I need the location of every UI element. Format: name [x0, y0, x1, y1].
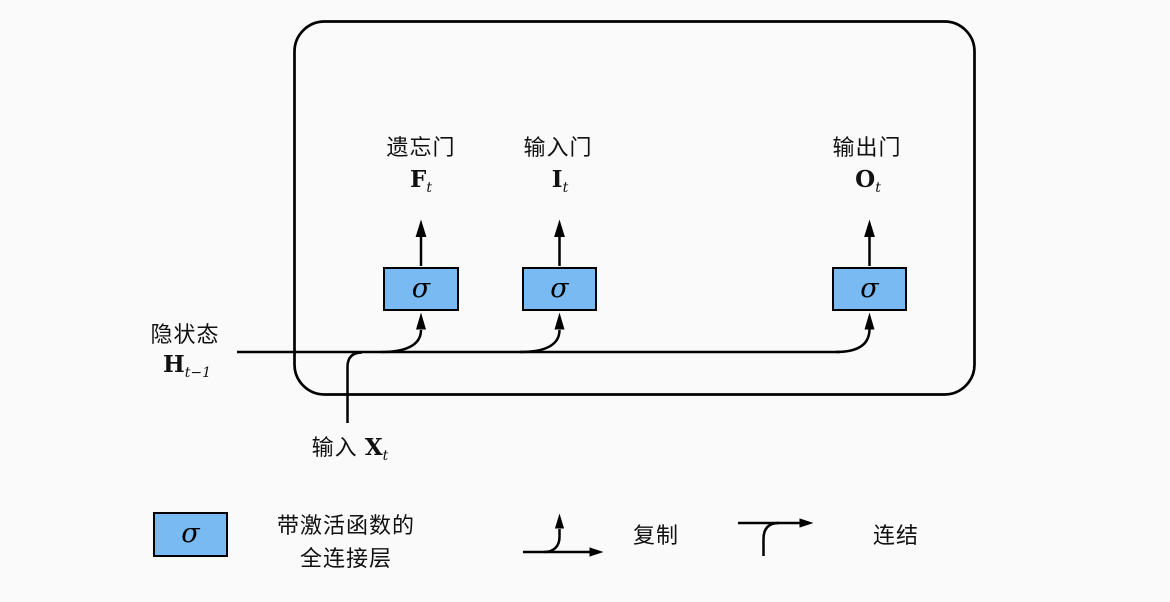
arrowhead-up-icon [415, 219, 427, 237]
sigma-symbol: σ [411, 272, 431, 304]
arrowhead-up-icon [864, 312, 875, 330]
legend-fc-label-line2: 全连接层 [299, 546, 393, 571]
hidden-state-label: 隐状态 [150, 322, 220, 347]
legend-copy-label: 复制 [632, 523, 680, 548]
legend-fc-sigma-box: σ [153, 512, 228, 557]
legend-fc-label-line1: 带激活函数的 [276, 513, 416, 538]
sigma-symbol: σ [550, 272, 569, 304]
variable-subscript: t [426, 180, 432, 196]
variable-letter: H [163, 351, 185, 378]
output-gate-label: 输出门 [832, 135, 902, 160]
variable-subscript: t [562, 180, 569, 196]
arrowhead-right-icon [799, 518, 814, 528]
variable-letter: X [364, 434, 383, 461]
input-gate-sigma-box: σ [522, 267, 597, 311]
arrowhead-up-icon [554, 219, 565, 237]
branch-arrow-output [835, 328, 871, 354]
input-gate-label: 输入门 [523, 135, 593, 160]
forget-gate-sigma-box: σ [383, 267, 459, 311]
arrowhead-up-icon [554, 513, 565, 529]
input-line-concat-join [346, 351, 363, 423]
branch-arrow-forget [380, 329, 423, 354]
branch-arrow-input [519, 329, 561, 354]
legend-fc-label: 带激活函数的 全连接层 [277, 509, 415, 575]
input-label-text: 输入 [311, 435, 358, 460]
variable-subscript: t [875, 180, 881, 196]
hidden-state-variable: Ht−1 [163, 351, 211, 381]
variable-letter: I [551, 166, 563, 193]
sigma-symbol: σ [860, 272, 879, 304]
legend-copy-branch [543, 529, 561, 554]
legend-concat-label: 连结 [872, 523, 920, 548]
variable-subscript: t [382, 448, 389, 464]
input-label: 输入 Xt [312, 430, 389, 464]
variable-letter: F [410, 166, 427, 193]
arrowhead-right-icon [589, 547, 604, 557]
arrowhead-up-icon [554, 312, 565, 330]
variable-letter: O [855, 166, 876, 193]
variable-subscript: t−1 [184, 365, 211, 381]
sigma-symbol: σ [181, 518, 200, 549]
memory-cell-boundary [293, 20, 976, 396]
legend-concat-join [762, 521, 780, 556]
forget-gate-label: 遗忘门 [386, 135, 456, 160]
input-gate-variable: It [552, 166, 568, 196]
output-gate-sigma-box: σ [832, 267, 907, 311]
arrowhead-up-icon [416, 312, 426, 330]
forget-gate-variable: Ft [410, 166, 432, 196]
arrowhead-up-icon [864, 219, 875, 237]
output-gate-variable: Ot [855, 166, 881, 196]
